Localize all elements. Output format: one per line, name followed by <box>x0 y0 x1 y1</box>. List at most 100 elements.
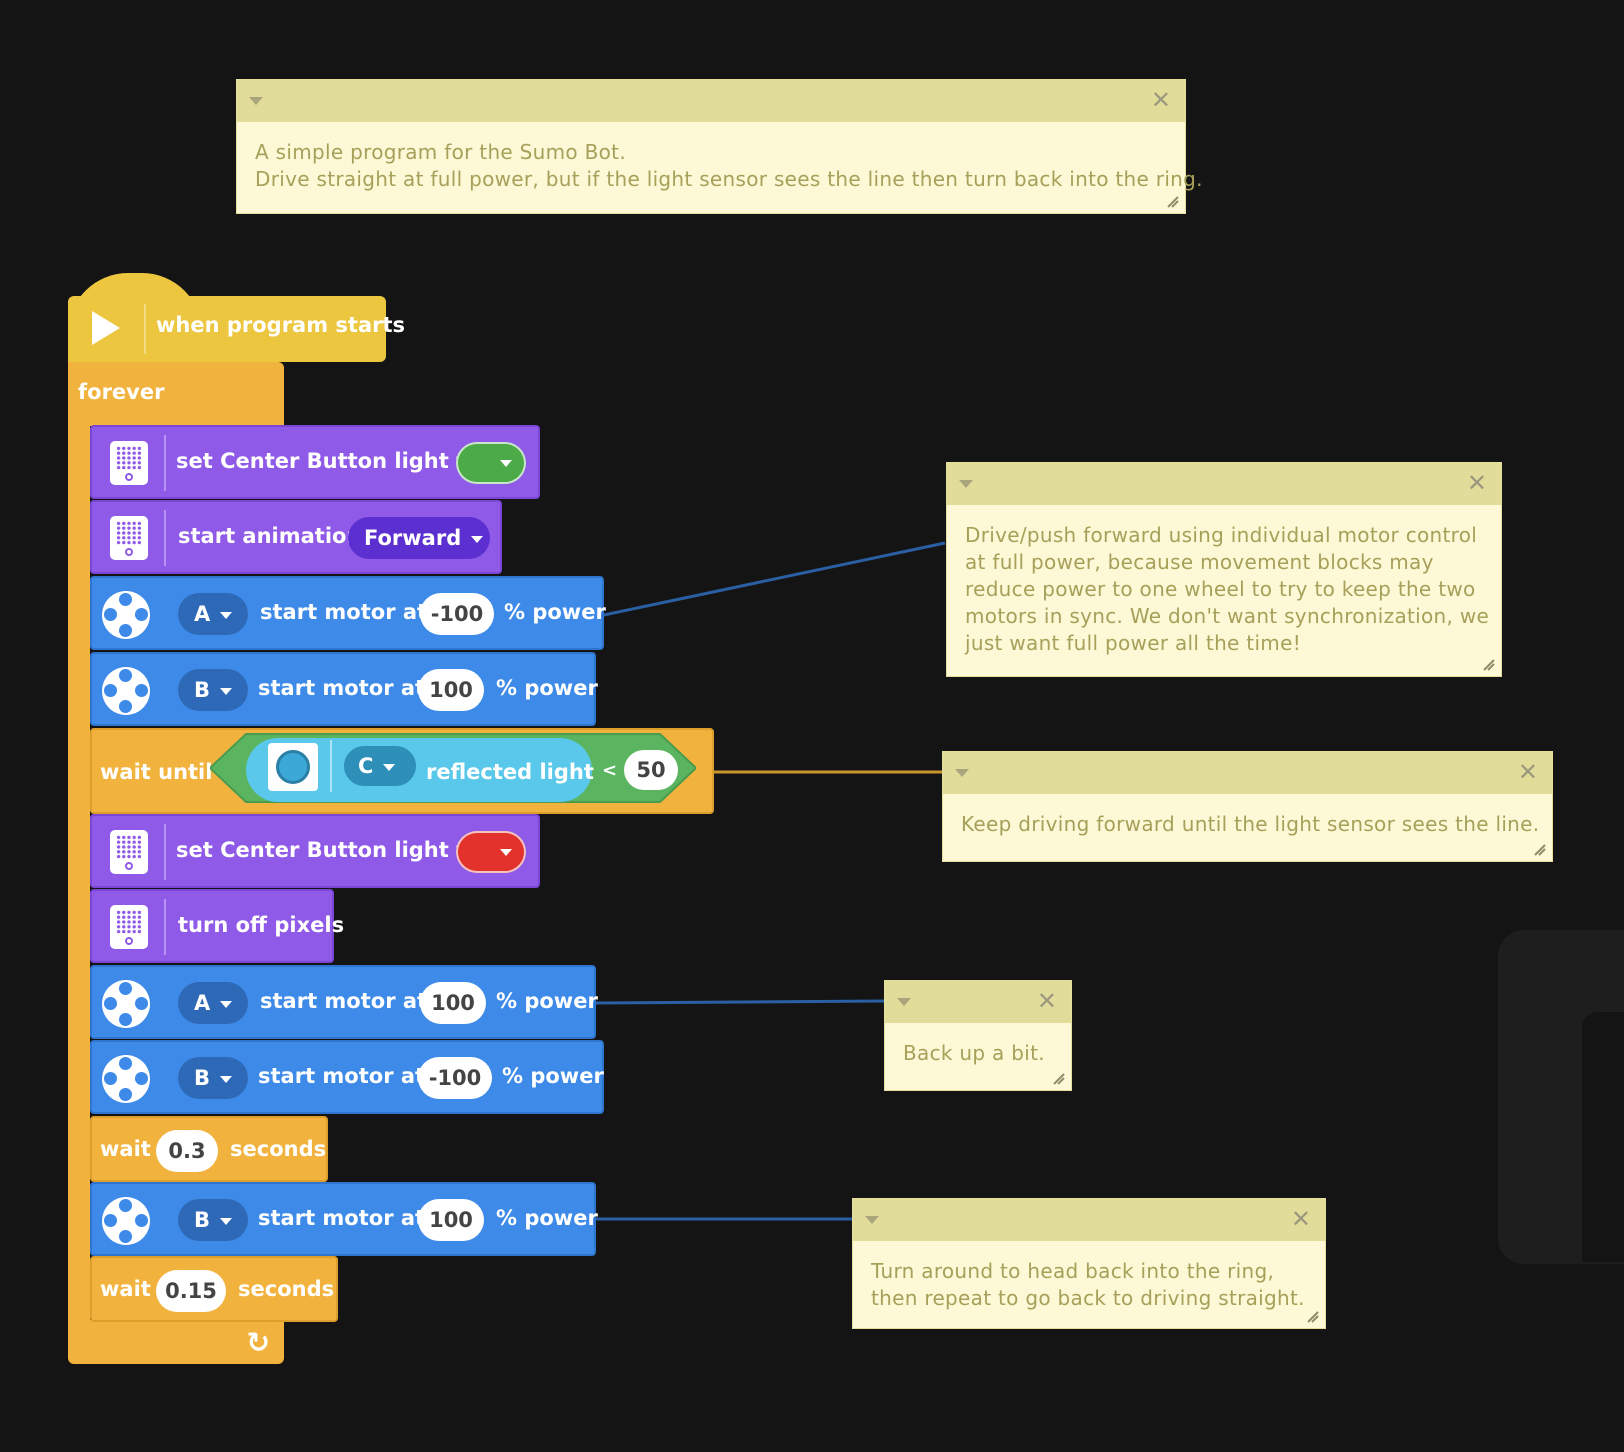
port-value: A <box>194 991 211 1015</box>
start-motor-block[interactable]: B start motor at -100 % power <box>90 1040 604 1114</box>
resize-handle-icon[interactable] <box>1482 658 1496 672</box>
power-input[interactable]: 100 <box>418 669 484 711</box>
comment-header[interactable]: ✕ <box>943 752 1552 794</box>
chevron-down-icon <box>471 535 484 543</box>
motor-port-dropdown[interactable]: B <box>178 669 248 711</box>
power-input[interactable]: -100 <box>418 1057 492 1099</box>
set-center-button-light-block[interactable]: set Center Button light to <box>90 425 540 499</box>
chevron-down-icon <box>500 849 512 856</box>
resize-handle-icon[interactable] <box>1166 195 1180 209</box>
start-motor-block[interactable]: B start motor at 100 % power <box>90 1182 598 1256</box>
comment-text[interactable]: Keep driving forward until the light sen… <box>943 794 1552 838</box>
motor-port-dropdown[interactable]: B <box>178 1057 248 1099</box>
link-backup-comment <box>595 999 885 1005</box>
comment-line: Drive straight at full power, but if the… <box>255 167 1203 191</box>
turn-off-pixels-block[interactable]: turn off pixels <box>90 889 344 963</box>
start-motor-block[interactable]: B start motor at 100 % power <box>90 652 598 726</box>
light-color-dropdown[interactable] <box>456 831 526 873</box>
wait-seconds-block[interactable]: wait 0.15 seconds <box>90 1256 338 1322</box>
threshold-input[interactable]: 50 <box>624 750 678 790</box>
collapse-caret-icon[interactable] <box>955 769 969 777</box>
motor-icon <box>102 980 150 1028</box>
resize-handle-icon[interactable] <box>1306 1310 1320 1324</box>
comment-line: A simple program for the Sumo Bot. <box>255 140 626 164</box>
seconds-input[interactable]: 0.15 <box>156 1270 226 1312</box>
comment-header[interactable]: ✕ <box>885 981 1071 1023</box>
power-input[interactable]: -100 <box>420 593 494 635</box>
block-divider <box>164 510 166 566</box>
motor-port-dropdown[interactable]: A <box>178 593 248 635</box>
comment-backup[interactable]: ✕ Back up a bit. <box>884 980 1072 1091</box>
motor-port-dropdown[interactable]: B <box>178 1199 248 1241</box>
chevron-down-icon <box>500 460 512 467</box>
block-label: when program starts <box>156 313 406 337</box>
close-icon[interactable]: ✕ <box>1150 86 1171 114</box>
port-value: B <box>194 678 211 702</box>
wait-until-block[interactable]: wait until C reflected light < 50 <box>90 728 714 814</box>
block-label: set Center Button light to <box>176 838 481 862</box>
motor-icon <box>102 1055 150 1103</box>
close-icon[interactable]: ✕ <box>1517 758 1538 786</box>
comment-wait[interactable]: ✕ Keep driving forward until the light s… <box>942 751 1553 862</box>
close-icon[interactable]: ✕ <box>1036 987 1057 1015</box>
comment-text[interactable]: Back up a bit. <box>885 1023 1071 1067</box>
block-label: start motor at <box>258 676 426 700</box>
comment-line: Drive/push forward using individual moto… <box>965 523 1478 547</box>
light-color-dropdown[interactable] <box>456 442 526 484</box>
block-label: reflected light <box>426 760 594 784</box>
power-input[interactable]: 100 <box>420 982 486 1024</box>
port-value: C <box>358 754 374 778</box>
close-icon[interactable]: ✕ <box>1290 1205 1311 1233</box>
port-value: B <box>194 1066 211 1090</box>
seconds-input[interactable]: 0.3 <box>156 1130 218 1172</box>
block-label: set Center Button light to <box>176 449 481 473</box>
comment-turn[interactable]: ✕ Turn around to head back into the ring… <box>852 1198 1326 1329</box>
forever-block[interactable]: forever <box>68 362 284 426</box>
port-value: A <box>194 602 211 626</box>
collapse-caret-icon[interactable] <box>959 480 973 488</box>
when-program-starts-block[interactable]: when program starts <box>68 296 405 362</box>
power-input[interactable]: 100 <box>418 1199 484 1241</box>
comment-line: then repeat to go back to driving straig… <box>871 1286 1305 1310</box>
start-animation-block[interactable]: start animation Forward <box>90 500 502 574</box>
comment-text[interactable]: A simple program for the Sumo Bot. Drive… <box>237 122 1203 193</box>
motor-port-dropdown[interactable]: A <box>178 982 248 1024</box>
comment-text[interactable]: Turn around to head back into the ring, … <box>853 1241 1325 1312</box>
comment-text[interactable]: Drive/push forward using individual moto… <box>947 505 1501 657</box>
start-motor-block[interactable]: A start motor at 100 % power <box>90 965 598 1039</box>
close-icon[interactable]: ✕ <box>1466 469 1487 497</box>
comment-line: just want full power all the time! <box>965 631 1302 655</box>
block-label: forever <box>78 380 165 404</box>
forever-block-rail[interactable] <box>68 424 90 1324</box>
comment-intro[interactable]: ✕ A simple program for the Sumo Bot. Dri… <box>236 79 1203 214</box>
resize-handle-icon[interactable] <box>1052 1072 1066 1086</box>
operator-label: < <box>602 760 618 781</box>
color-sensor-icon <box>268 743 318 791</box>
block-divider <box>164 824 166 880</box>
collapse-caret-icon[interactable] <box>897 998 911 1006</box>
comment-drive[interactable]: ✕ Drive/push forward using individual mo… <box>946 462 1502 677</box>
animation-dropdown[interactable]: Forward <box>348 517 490 559</box>
wait-seconds-block[interactable]: wait 0.3 seconds <box>90 1116 328 1182</box>
comment-line: Turn around to head back into the ring, <box>871 1259 1275 1283</box>
start-motor-block[interactable]: A start motor at -100 % power <box>90 576 606 650</box>
forever-block-footer[interactable]: ↻ <box>68 1320 284 1364</box>
block-divider <box>330 740 332 792</box>
motor-icon <box>102 667 150 715</box>
resize-handle-icon[interactable] <box>1533 843 1547 857</box>
collapse-caret-icon[interactable] <box>249 97 263 105</box>
block-label: start animation <box>178 524 362 548</box>
comment-header[interactable]: ✕ <box>947 463 1501 505</box>
comment-header[interactable]: ✕ <box>853 1199 1325 1241</box>
set-center-button-light-block[interactable]: set Center Button light to <box>90 814 540 888</box>
dropdown-value: Forward <box>364 526 462 550</box>
comment-header[interactable]: ✕ <box>237 80 1185 122</box>
comment-line: Keep driving forward until the light sen… <box>961 812 1540 836</box>
comment-line: motors in sync. We don't want synchroniz… <box>965 604 1490 628</box>
side-panel-inner <box>1582 1012 1624 1262</box>
collapse-caret-icon[interactable] <box>865 1216 879 1224</box>
chevron-down-icon <box>220 687 233 695</box>
sensor-port-dropdown[interactable]: C <box>344 746 416 786</box>
chevron-down-icon <box>220 611 233 619</box>
